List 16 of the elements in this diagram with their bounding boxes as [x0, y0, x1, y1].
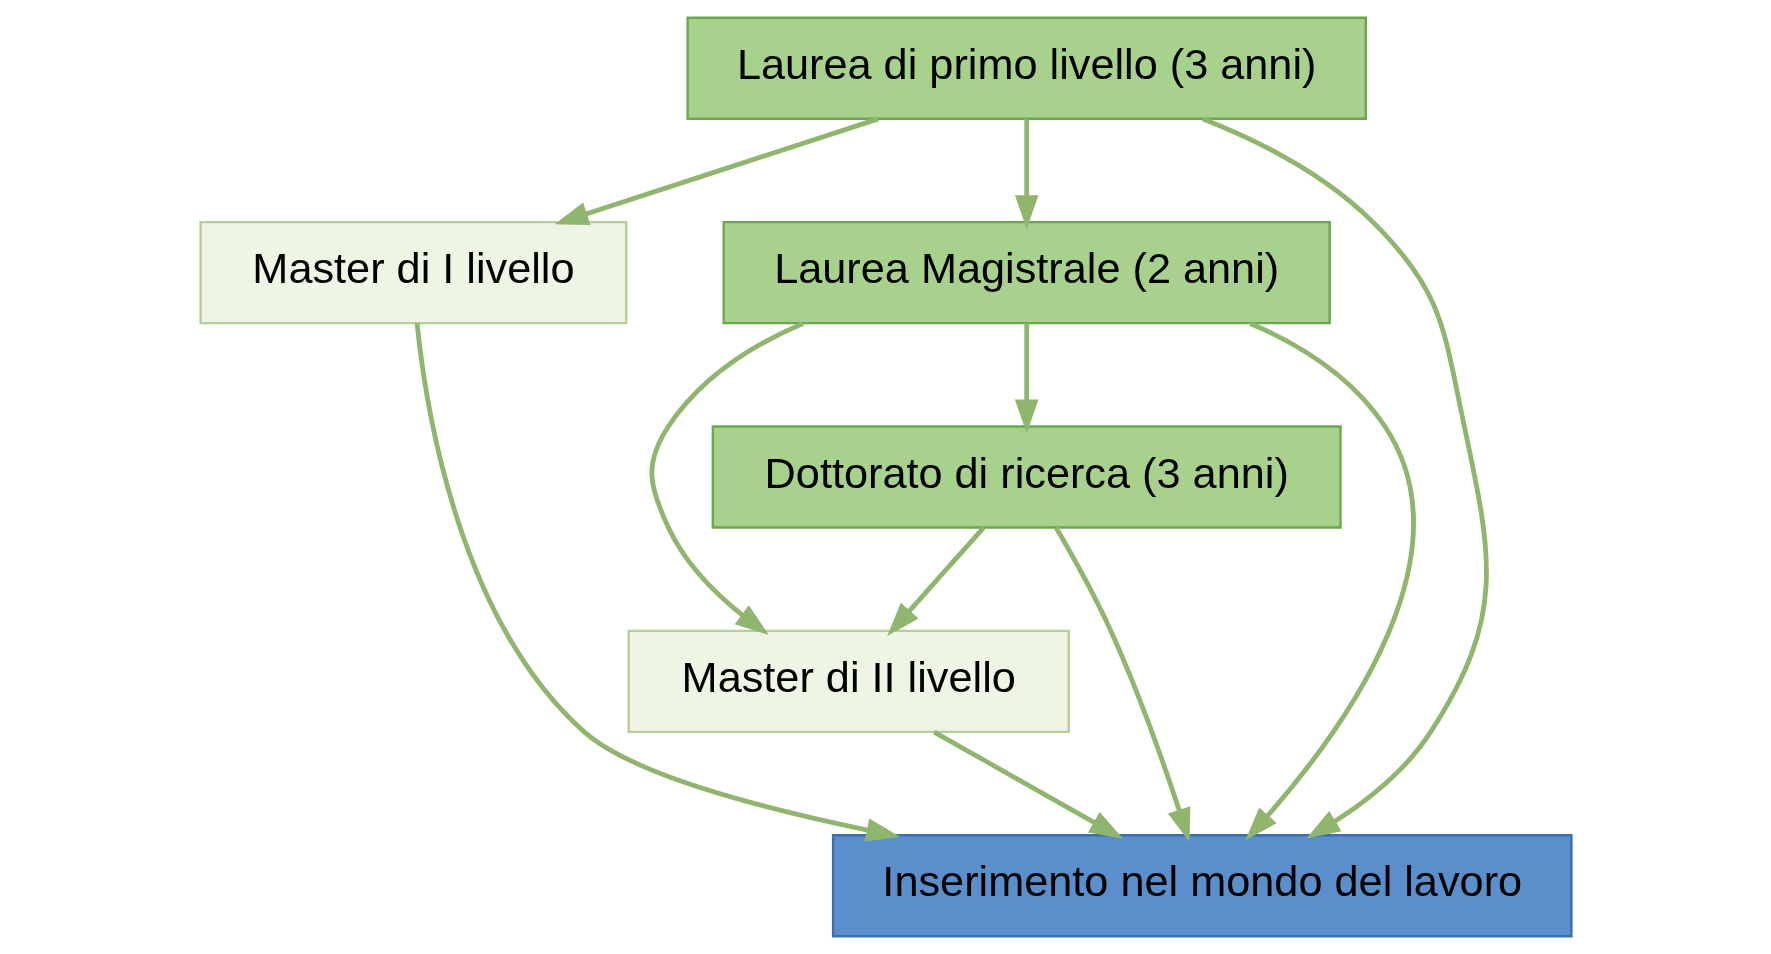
- arrow: [414, 322, 900, 842]
- node-box: Dottorato di ricerca (3 anni): [711, 425, 1342, 529]
- arrow: [886, 526, 985, 636]
- arrow: [554, 116, 879, 225]
- arrow: [649, 321, 804, 635]
- node-box: Inserimento nel mondo del lavoro: [831, 834, 1573, 938]
- arrow: [1053, 526, 1190, 842]
- arrow: [932, 730, 1123, 839]
- arrow: [1014, 118, 1038, 229]
- node-box: Master di I livello: [198, 220, 627, 325]
- node-box: Laurea di primo livello (3 anni): [685, 16, 1367, 120]
- arrow: [1244, 321, 1416, 841]
- arrow: [1014, 323, 1038, 434]
- node-box: Laurea Magistrale (2 anni): [721, 220, 1331, 325]
- arrow: [1201, 116, 1489, 839]
- node-box: Master di II livello: [626, 629, 1070, 734]
